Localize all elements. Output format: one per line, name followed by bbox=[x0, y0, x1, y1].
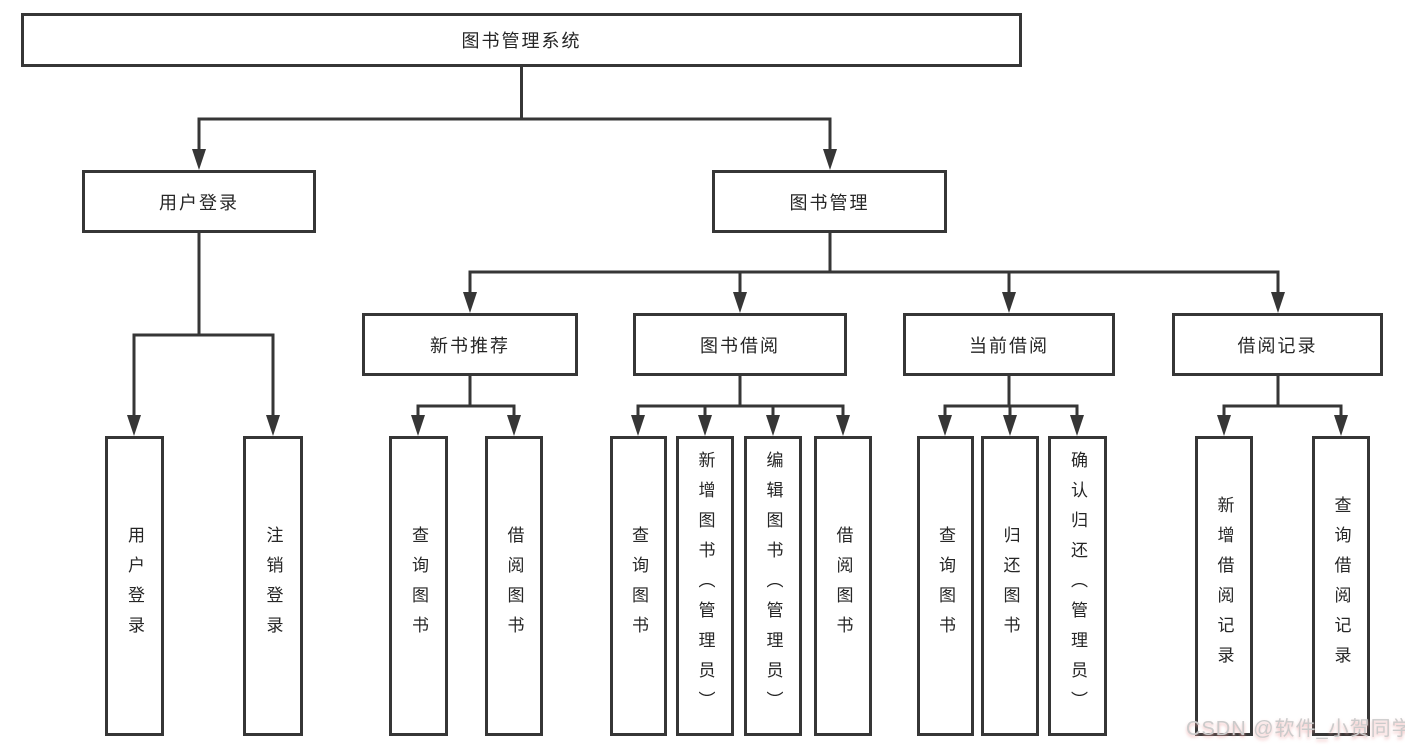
leaf-query-borrow-record: 查询借阅记录 bbox=[1312, 436, 1370, 736]
node-book-management: 图书管理 bbox=[712, 170, 947, 233]
leaf-add-books-admin: 新增图书（管理员） bbox=[676, 436, 734, 736]
leaf-query-books-2: 查询图书 bbox=[610, 436, 667, 736]
node-book-borrowing: 图书借阅 bbox=[633, 313, 847, 376]
leaf-add-borrow-record: 新增借阅记录 bbox=[1195, 436, 1253, 736]
leaf-logout: 注销登录 bbox=[243, 436, 303, 736]
leaf-edit-books-admin: 编辑图书（管理员） bbox=[744, 436, 802, 736]
leaf-borrow-books: 借阅图书 bbox=[485, 436, 543, 736]
node-current-borrowing: 当前借阅 bbox=[903, 313, 1115, 376]
arrowhead-icons bbox=[127, 149, 1348, 436]
watermark-text: CSDN @软件_小贺同学 bbox=[1186, 718, 1405, 740]
leaf-confirm-return-admin: 确认归还（管理员） bbox=[1048, 436, 1107, 736]
leaf-query-books: 查询图书 bbox=[389, 436, 448, 736]
node-borrowing-records: 借阅记录 bbox=[1172, 313, 1383, 376]
leaf-user-login: 用户登录 bbox=[105, 436, 164, 736]
tree-edges bbox=[132, 65, 1343, 420]
node-library-management-system: 图书管理系统 bbox=[21, 13, 1022, 67]
leaf-return-books: 归还图书 bbox=[981, 436, 1039, 736]
leaf-borrow-books-2: 借阅图书 bbox=[814, 436, 872, 736]
node-user-login: 用户登录 bbox=[82, 170, 316, 233]
node-new-book-recommendation: 新书推荐 bbox=[362, 313, 578, 376]
leaf-query-books-3: 查询图书 bbox=[917, 436, 974, 736]
